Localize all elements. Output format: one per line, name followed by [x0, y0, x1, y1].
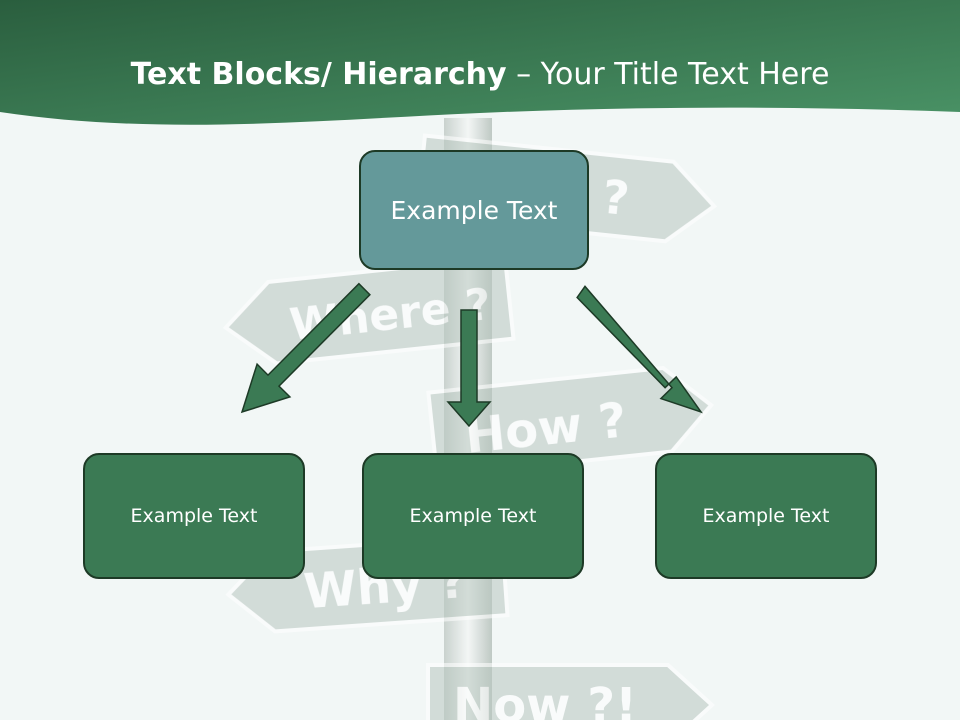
- page-title: Text Blocks/ Hierarchy – Your Title Text…: [0, 52, 960, 98]
- title-rest: – Your Title Text Here: [506, 57, 830, 92]
- sign-now-label: Now ?!: [453, 678, 637, 720]
- child-text-block-center[interactable]: Example Text: [362, 453, 584, 579]
- child-text-block-label: Example Text: [130, 505, 258, 527]
- sign-how: How ?: [426, 365, 715, 479]
- top-text-block-label: Example Text: [390, 195, 558, 225]
- child-text-block-label: Example Text: [409, 505, 537, 527]
- arrow-right: [576, 285, 703, 414]
- arrow-center: [446, 309, 492, 428]
- sign-now: Now ?!: [426, 663, 715, 720]
- header-band: [0, 0, 960, 125]
- arrow-left: [240, 282, 371, 414]
- top-text-block[interactable]: Example Text: [359, 150, 589, 270]
- connector-arrows: [240, 282, 703, 428]
- child-text-block-right[interactable]: Example Text: [655, 453, 877, 579]
- title-bold: Text Blocks/ Hierarchy: [130, 57, 507, 92]
- child-text-block-left[interactable]: Example Text: [83, 453, 305, 579]
- sign-where: Where ?: [222, 254, 516, 366]
- child-text-block-label: Example Text: [702, 505, 830, 527]
- signposts: What ? Where ? How ? Why ? Now ?!: [222, 133, 718, 720]
